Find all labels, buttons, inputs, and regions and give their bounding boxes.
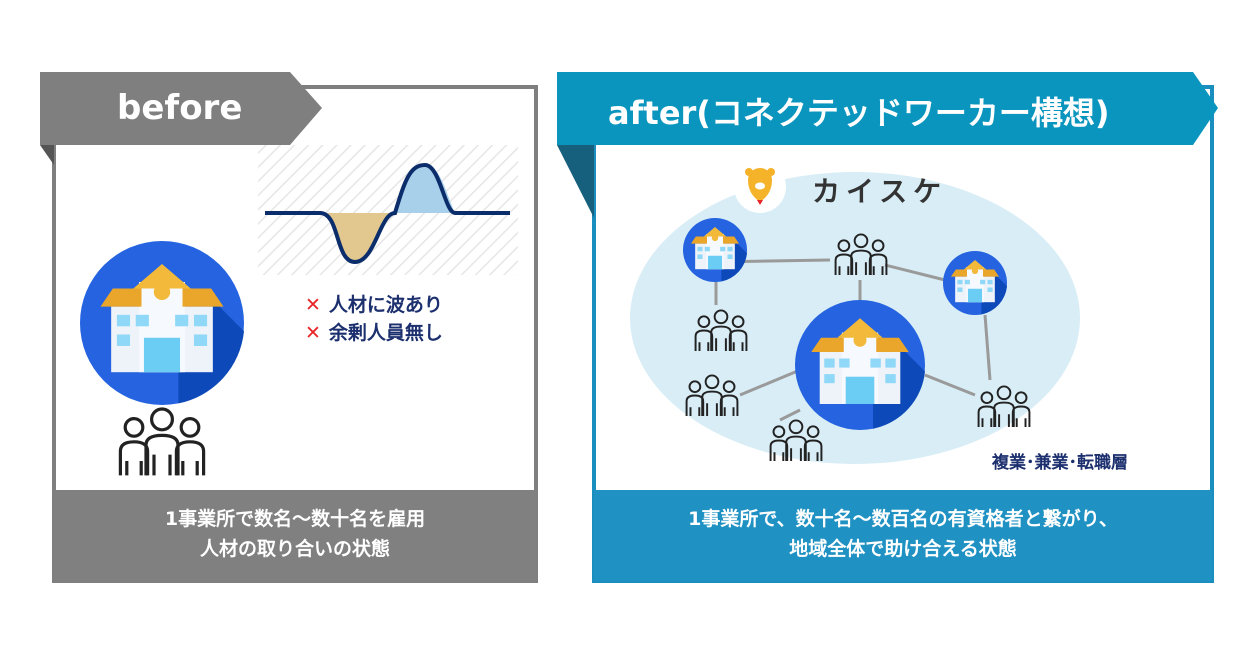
footer-line: 1事業所で、数十名〜数百名の有資格者と繋がり、 <box>688 508 1118 530</box>
bear-logo-icon <box>745 168 775 205</box>
before-footer: 1事業所で数名〜数十名を雇用 人材の取り合いの状態 <box>54 504 536 564</box>
worker-label: 複業･兼業･転職層 <box>992 453 1128 473</box>
footer-line: 人材の取り合いの状態 <box>199 538 390 560</box>
cross-icon: ✕ <box>305 294 321 316</box>
issue-wave: ✕ 人材に波あり <box>305 290 443 317</box>
after-title: after(コネクテッドワーカー構想) <box>608 94 1110 132</box>
brand-name: カイスケ <box>812 175 948 208</box>
issue-text: 人材に波あり <box>328 294 443 316</box>
footer-line: 1事業所で数名〜数十名を雇用 <box>164 508 426 530</box>
before-title: before <box>117 88 243 128</box>
after-footer: 1事業所で、数十名〜数百名の有資格者と繋がり、 地域全体で助け合える状態 <box>594 504 1212 564</box>
before-panel <box>40 72 538 583</box>
after-panel <box>557 72 1218 583</box>
footer-line: 地域全体で助け合える状態 <box>789 538 1017 560</box>
issue-text: 余剰人員無し <box>328 322 443 344</box>
cross-icon: ✕ <box>305 322 321 344</box>
issue-no-surplus: ✕ 余剰人員無し <box>305 318 443 345</box>
